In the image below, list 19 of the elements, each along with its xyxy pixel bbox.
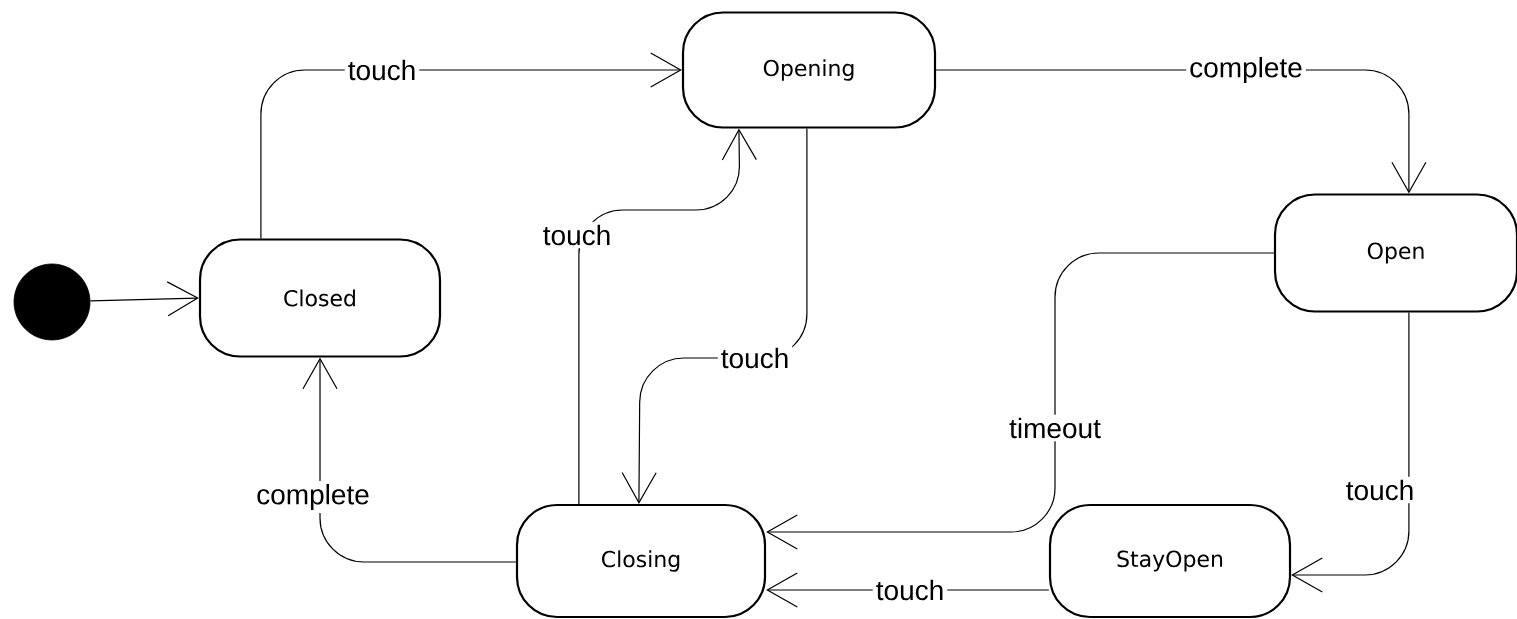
- state-box: StayOpen: [1048, 503, 1292, 619]
- edge-label: touch: [344, 56, 420, 84]
- edge-label: touch: [539, 221, 615, 249]
- arrow: [766, 252, 1275, 550]
- edge-label: touch: [717, 344, 793, 372]
- arrow: [302, 357, 517, 563]
- edge-label: complete: [253, 480, 373, 514]
- initial-state-dot: [13, 263, 91, 341]
- arrow: [89, 281, 199, 317]
- state-box: Closing: [515, 503, 767, 619]
- state-box: Closed: [198, 238, 442, 358]
- state-box: Opening: [681, 11, 937, 129]
- edge-label: complete: [1186, 53, 1306, 87]
- arrow: [1291, 312, 1410, 593]
- arrow: [578, 128, 757, 505]
- state-box: Open: [1273, 193, 1517, 313]
- edge-label: touch: [872, 576, 948, 604]
- edge-label: timeout: [1006, 414, 1104, 442]
- edge-label: touch: [1342, 476, 1418, 504]
